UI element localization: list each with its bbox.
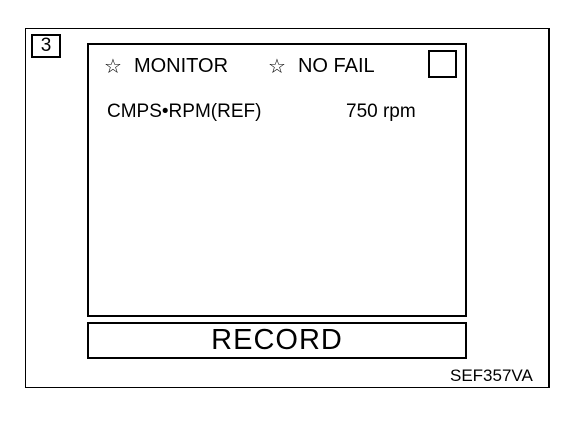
figure-frame	[25, 28, 550, 388]
monitor-mode-label: MONITOR	[133, 54, 229, 77]
record-button[interactable]: RECORD	[87, 322, 467, 359]
monitor-screen	[87, 43, 467, 317]
figure-code-label: SEF357VA	[450, 366, 533, 385]
monitor-item-name: CMPS•RPM(REF)	[107, 101, 262, 122]
star-icon: ☆	[268, 55, 286, 78]
step-number-badge: 3	[31, 34, 61, 58]
monitor-item-value: 750 rpm	[346, 101, 416, 122]
status-indicator-box[interactable]	[428, 50, 457, 78]
monitor-header: ☆ MONITOR ☆ NO FAIL	[104, 52, 375, 80]
no-fail-status-label: NO FAIL	[297, 54, 375, 77]
star-icon: ☆	[104, 55, 122, 78]
